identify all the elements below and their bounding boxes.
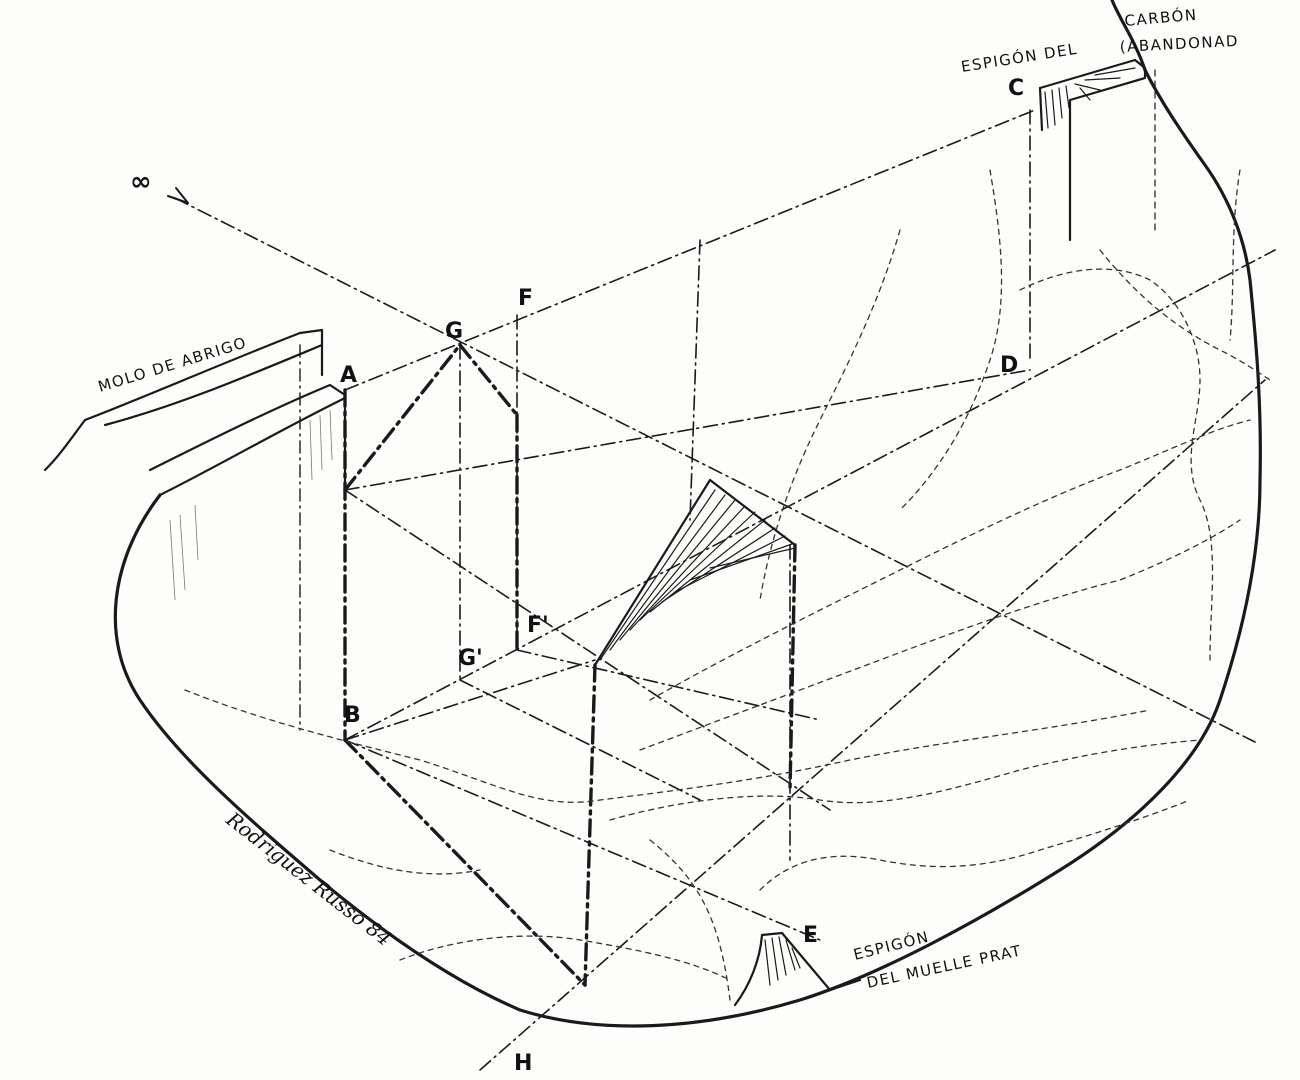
caption-espigon: ESPIGÓN — [851, 927, 931, 964]
label-A: A — [340, 363, 357, 388]
molo-de-abrigo — [43, 328, 347, 731]
label-G: G — [445, 319, 463, 344]
label-H: H — [514, 1051, 532, 1076]
caption-espigon-del: ESPIGÓN DEL — [960, 39, 1079, 76]
caption-carbon: CARBÓN — [1124, 5, 1199, 30]
label-F-prime: F' — [527, 613, 549, 638]
label-infinity: ∞ — [130, 167, 152, 197]
espigon-del-carbon — [1038, 58, 1156, 242]
label-C: C — [1008, 76, 1024, 101]
label-E: E — [803, 923, 818, 948]
espigon-del-muelle-prat — [733, 931, 862, 1007]
coastline — [113, 0, 1262, 1028]
arrow-to-infinity — [167, 187, 189, 204]
hatched-plane — [599, 489, 796, 661]
label-G-prime: G' — [458, 646, 483, 671]
perspective-prism — [343, 343, 797, 987]
construction-lines — [174, 109, 1276, 1071]
contour-lines — [184, 169, 1271, 1001]
caption-molo-de-abrigo: MOLO DE ABRIGO — [96, 333, 249, 395]
caption-abandonado: (ABANDONAD — [1119, 32, 1239, 56]
label-F: F — [518, 286, 533, 311]
artist-signature: Rodríguez Russo 84 — [221, 806, 396, 950]
label-D: D — [1000, 353, 1018, 378]
label-B: B — [344, 703, 361, 728]
